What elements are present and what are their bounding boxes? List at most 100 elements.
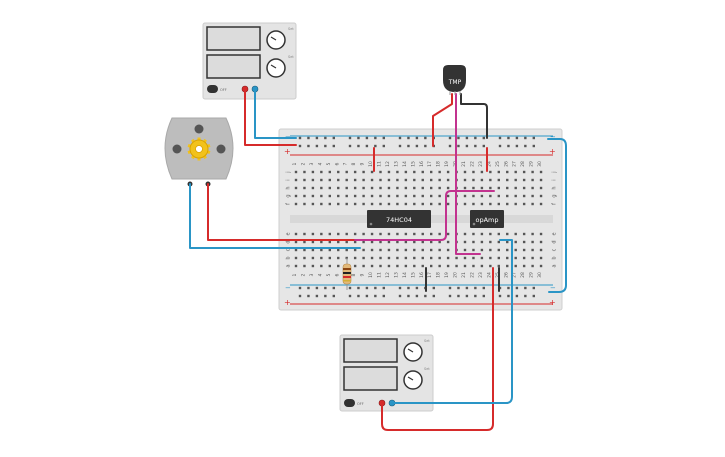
- grid-hole[interactable]: [489, 194, 492, 198]
- grid-hole[interactable]: [506, 248, 509, 252]
- grid-hole[interactable]: [421, 178, 424, 182]
- grid-hole[interactable]: [480, 178, 484, 182]
- wire-blue[interactable]: [391, 239, 513, 404]
- rail-hole[interactable]: [465, 144, 469, 148]
- grid-hole[interactable]: [387, 194, 391, 198]
- grid-hole[interactable]: [404, 232, 408, 236]
- rail-hole[interactable]: [374, 144, 377, 148]
- rail-hole[interactable]: [307, 286, 310, 290]
- grid-hole[interactable]: [489, 186, 492, 190]
- grid-hole[interactable]: [446, 194, 450, 198]
- grid-hole[interactable]: [463, 186, 467, 190]
- grid-hole[interactable]: [430, 256, 433, 260]
- grid-hole[interactable]: [522, 264, 526, 268]
- grid-hole[interactable]: [370, 202, 374, 206]
- grid-hole[interactable]: [438, 194, 441, 198]
- grid-hole[interactable]: [387, 186, 391, 190]
- grid-hole[interactable]: [396, 232, 399, 236]
- grid-hole[interactable]: [421, 194, 424, 198]
- rail-hole[interactable]: [315, 286, 319, 290]
- rail-hole[interactable]: [298, 136, 302, 140]
- rail-hole[interactable]: [524, 294, 527, 298]
- rail-hole[interactable]: [398, 294, 402, 298]
- grid-hole[interactable]: [303, 264, 306, 268]
- grid-hole[interactable]: [379, 170, 382, 174]
- rail-hole[interactable]: [515, 144, 519, 148]
- grid-hole[interactable]: [438, 170, 441, 174]
- grid-hole[interactable]: [353, 256, 357, 260]
- grid-hole[interactable]: [311, 194, 315, 198]
- grid-hole[interactable]: [522, 194, 526, 198]
- grid-hole[interactable]: [413, 256, 416, 260]
- grid-hole[interactable]: [404, 194, 408, 198]
- rail-hole[interactable]: [415, 294, 419, 298]
- grid-hole[interactable]: [311, 264, 315, 268]
- grid-hole[interactable]: [303, 232, 306, 236]
- grid-hole[interactable]: [506, 240, 509, 244]
- rail-hole[interactable]: [532, 286, 535, 290]
- rail-hole[interactable]: [457, 136, 460, 140]
- grid-hole[interactable]: [497, 240, 500, 244]
- grid-hole[interactable]: [514, 178, 517, 182]
- grid-hole[interactable]: [311, 232, 315, 236]
- grid-hole[interactable]: [472, 240, 475, 244]
- grid-hole[interactable]: [303, 202, 306, 206]
- grid-hole[interactable]: [311, 202, 315, 206]
- grid-hole[interactable]: [387, 248, 391, 252]
- grid-hole[interactable]: [506, 178, 509, 182]
- grid-hole[interactable]: [370, 240, 374, 244]
- grid-hole[interactable]: [497, 248, 500, 252]
- rail-hole[interactable]: [415, 144, 419, 148]
- grid-hole[interactable]: [396, 264, 399, 268]
- rail-hole[interactable]: [298, 294, 302, 298]
- grid-hole[interactable]: [404, 178, 408, 182]
- grid-hole[interactable]: [413, 170, 416, 174]
- rail-hole[interactable]: [407, 294, 410, 298]
- grid-hole[interactable]: [362, 178, 365, 182]
- dc-motor[interactable]: [164, 117, 234, 187]
- grid-hole[interactable]: [379, 248, 382, 252]
- rail-hole[interactable]: [407, 136, 410, 140]
- grid-hole[interactable]: [446, 248, 450, 252]
- rail-hole[interactable]: [498, 294, 502, 298]
- grid-hole[interactable]: [294, 240, 298, 244]
- grid-hole[interactable]: [345, 248, 348, 252]
- grid-hole[interactable]: [539, 186, 543, 190]
- rail-hole[interactable]: [307, 294, 310, 298]
- rail-hole[interactable]: [382, 136, 385, 140]
- grid-hole[interactable]: [430, 186, 433, 190]
- grid-hole[interactable]: [303, 178, 306, 182]
- rail-hole[interactable]: [415, 136, 419, 140]
- rail-hole[interactable]: [482, 286, 485, 290]
- grid-hole[interactable]: [396, 256, 399, 260]
- grid-hole[interactable]: [539, 202, 543, 206]
- grid-hole[interactable]: [430, 178, 433, 182]
- grid-hole[interactable]: [463, 194, 467, 198]
- grid-hole[interactable]: [497, 202, 500, 206]
- grid-hole[interactable]: [480, 170, 484, 174]
- rail-hole[interactable]: [407, 144, 410, 148]
- grid-hole[interactable]: [539, 256, 543, 260]
- grid-hole[interactable]: [463, 256, 467, 260]
- grid-hole[interactable]: [522, 232, 526, 236]
- grid-hole[interactable]: [480, 194, 484, 198]
- grid-hole[interactable]: [379, 256, 382, 260]
- grid-hole[interactable]: [311, 256, 315, 260]
- wire-blue[interactable]: [254, 88, 297, 139]
- rail-hole[interactable]: [448, 136, 452, 140]
- grid-hole[interactable]: [294, 248, 298, 252]
- grid-hole[interactable]: [337, 248, 340, 252]
- rail-hole[interactable]: [348, 286, 352, 290]
- grid-hole[interactable]: [421, 256, 424, 260]
- rail-hole[interactable]: [507, 286, 510, 290]
- ic-74hc04[interactable]: 74HC04: [367, 210, 431, 228]
- rail-hole[interactable]: [357, 136, 360, 140]
- grid-hole[interactable]: [353, 248, 357, 252]
- grid-hole[interactable]: [320, 264, 323, 268]
- grid-hole[interactable]: [421, 264, 424, 268]
- rail-hole[interactable]: [365, 136, 369, 140]
- grid-hole[interactable]: [438, 232, 441, 236]
- rail-hole[interactable]: [515, 294, 519, 298]
- grid-hole[interactable]: [396, 248, 399, 252]
- rail-hole[interactable]: [498, 144, 502, 148]
